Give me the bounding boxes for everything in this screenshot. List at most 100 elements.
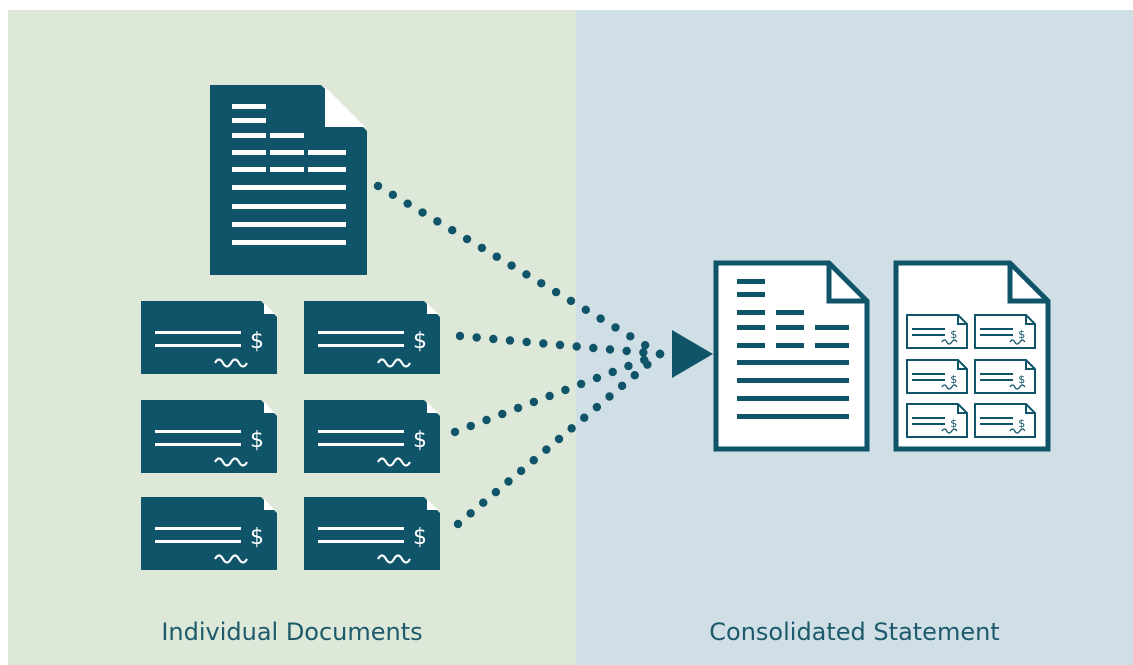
connector-dot — [537, 279, 546, 288]
connector-dot — [624, 361, 633, 371]
connector-dot — [507, 261, 516, 270]
connector-dot — [479, 498, 488, 507]
connector-dot — [522, 270, 531, 279]
connector-dot — [504, 477, 513, 486]
check-signature — [214, 457, 248, 467]
check-dollar-sign: $ — [950, 417, 957, 430]
connector-dot — [643, 360, 652, 369]
check-icon-5: $ — [141, 497, 277, 570]
connector-dot — [566, 296, 576, 306]
connector-dot — [472, 333, 481, 342]
connector-dot — [516, 466, 526, 476]
connector-dot — [572, 342, 581, 351]
connector-dot — [554, 434, 564, 444]
connector-dot — [539, 339, 548, 348]
connector-dot — [455, 331, 465, 341]
check-signature — [941, 339, 958, 345]
connector-dot — [655, 349, 665, 359]
connector-dot — [529, 397, 539, 407]
check-icon-1: $ — [141, 301, 277, 374]
check-signature — [1009, 428, 1026, 434]
connector-dot — [605, 392, 614, 401]
check-dollar-sign: $ — [1018, 328, 1025, 341]
check-icon-6: $ — [304, 497, 440, 570]
check-icon-2: $ — [304, 301, 440, 374]
check-dollar-sign: $ — [413, 428, 427, 453]
connector-dot — [592, 402, 602, 412]
check-dollar-sign: $ — [950, 373, 957, 386]
check-signature — [214, 554, 248, 564]
connector-dot — [542, 445, 551, 454]
connector-dot — [630, 371, 639, 380]
check-signature — [377, 554, 411, 564]
check-signature — [941, 384, 958, 390]
connector-dot — [529, 456, 538, 465]
check-signature — [377, 457, 411, 467]
connector-dot — [639, 348, 648, 357]
connector-dot — [608, 367, 617, 377]
connector-dot — [453, 519, 463, 529]
connector-dot — [626, 332, 635, 341]
connector-dot — [462, 234, 472, 244]
connector-dot — [489, 334, 498, 344]
mini-check-icon-6: $ — [974, 403, 1036, 438]
connector-dot — [513, 403, 523, 413]
connector-dot — [605, 345, 615, 354]
connector-dot — [388, 190, 398, 200]
connector-dot — [498, 409, 507, 419]
check-dollar-sign: $ — [413, 525, 427, 550]
check-dollar-sign: $ — [1018, 417, 1025, 430]
check-dollar-sign: $ — [250, 329, 264, 354]
connector-dot — [450, 427, 460, 437]
consolidated-statement-caption: Consolidated Statement — [709, 618, 1000, 646]
connector-dot — [491, 487, 501, 497]
connector-dot — [403, 199, 412, 208]
mini-check-icon-2: $ — [974, 314, 1036, 349]
check-signature — [1009, 384, 1026, 390]
check-dollar-sign: $ — [250, 428, 264, 453]
connector-dot — [596, 314, 605, 323]
consolidated-document-icon — [713, 260, 870, 452]
connector-dot — [492, 252, 501, 261]
arrowhead-icon — [672, 330, 713, 378]
connector-dot — [477, 243, 487, 253]
connector-dot — [466, 509, 475, 518]
document-icons: $ $ $ $ $ $ $ $ $ $ $ $ — [141, 85, 1051, 570]
mini-check-icon-5: $ — [906, 403, 968, 438]
check-dollar-sign: $ — [950, 328, 957, 341]
connector-dot — [640, 340, 650, 350]
connector-dot — [482, 415, 491, 425]
connector-dot — [622, 346, 631, 356]
check-dollar-sign: $ — [413, 329, 427, 354]
mini-check-icon-4: $ — [974, 359, 1036, 394]
connector-dot — [617, 381, 627, 391]
connector-dot — [448, 226, 457, 235]
connector-dot — [576, 379, 586, 389]
mini-check-icon-3: $ — [906, 359, 968, 394]
connector-dot — [611, 323, 620, 332]
connector-dot — [418, 208, 427, 217]
connector-dot — [522, 337, 531, 347]
connector-dot — [592, 373, 602, 383]
connector-dot — [551, 287, 561, 297]
cheques-document-icon — [893, 260, 1051, 452]
connector-dot — [561, 385, 570, 395]
connector-dot — [545, 391, 554, 401]
check-dollar-sign: $ — [250, 525, 264, 550]
connector-line-4 — [453, 349, 665, 529]
connector-dot — [581, 305, 590, 314]
mini-check-icon-1: $ — [906, 314, 968, 349]
connector-dot — [555, 340, 565, 350]
connector-dots — [373, 181, 665, 529]
individual-documents-caption: Individual Documents — [161, 618, 423, 646]
statement-document-icon — [210, 85, 367, 275]
check-signature — [214, 358, 248, 368]
connector-dot — [373, 181, 383, 191]
connector-dot — [433, 217, 442, 226]
connector-dot — [580, 413, 589, 422]
connector-dot — [466, 421, 475, 431]
check-icon-3: $ — [141, 400, 277, 473]
connector-dot — [567, 424, 576, 433]
